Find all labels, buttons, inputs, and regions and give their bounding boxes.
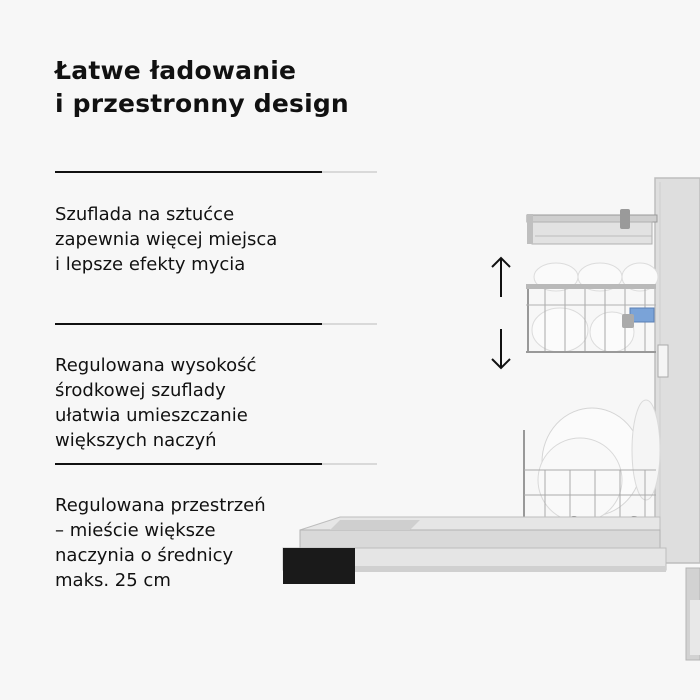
feature-line: naczynia o średnicy — [55, 545, 234, 566]
feature-cutlery-drawer: Szuflada na sztućce zapewnia więcej miej… — [55, 202, 277, 277]
arrow-up-icon — [491, 256, 511, 297]
dishwasher-door — [282, 516, 667, 584]
divider-fill — [55, 463, 323, 465]
divider-3 — [55, 463, 377, 465]
feature-adjustable-basket: Regulowana wysokość środkowej szuflady u… — [55, 353, 256, 453]
divider-fill — [55, 171, 323, 173]
feature-line: Regulowana wysokość — [55, 355, 257, 376]
title-line-1: Łatwe ładowanie — [55, 56, 297, 85]
divider-2 — [55, 323, 377, 325]
feature-line: większych naczyń — [55, 430, 217, 451]
divider-1 — [55, 171, 377, 173]
middle-basket — [526, 262, 659, 353]
feature-adjustable-space: Regulowana przestrzeń – mieście większe … — [55, 493, 266, 593]
title-line-2: i przestronny design — [55, 89, 349, 118]
feature-line: ułatwia umieszczanie — [55, 405, 248, 426]
feature-line: maks. 25 cm — [55, 570, 171, 591]
feature-line: zapewnia więcej miejsca — [55, 229, 278, 250]
lower-basket — [523, 399, 661, 532]
feature-line: Szuflada na sztućce — [55, 204, 235, 225]
feature-line: środkowej szuflady — [55, 380, 226, 401]
feature-line: i lepsze efekty mycia — [55, 254, 246, 275]
divider-fill — [55, 323, 323, 325]
dishwasher-illustration — [282, 177, 700, 661]
feature-line: Regulowana przestrzeń — [55, 495, 266, 516]
feature-line: – mieście większe — [55, 520, 216, 541]
arrow-down-icon — [491, 329, 511, 370]
page-title: Łatwe ładowanie i przestronny design — [55, 54, 349, 120]
cutlery-drawer — [526, 209, 658, 245]
dishwasher-body — [654, 177, 700, 661]
